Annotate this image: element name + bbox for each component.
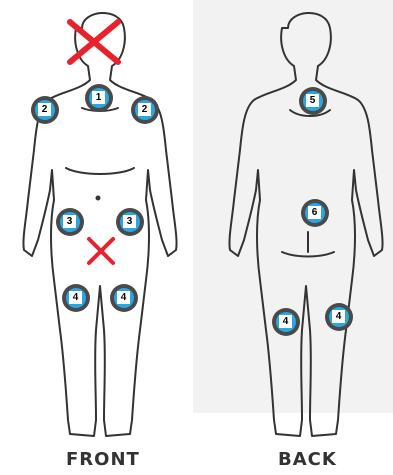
- groin-cross-mark: [86, 236, 116, 266]
- back-site-5-marker: 5: [299, 87, 327, 115]
- back-site-4-left-number: 4: [279, 315, 292, 328]
- back-site-4-right-marker: 4: [325, 303, 353, 331]
- back-site-4-left-marker: 4: [272, 308, 300, 336]
- back-site-6-marker: 6: [301, 199, 329, 227]
- front-site-3-left-number: 3: [63, 215, 76, 228]
- front-label: FRONT: [66, 449, 140, 470]
- front-site-2-right-marker: 2: [131, 96, 159, 124]
- back-site-5-number: 5: [306, 94, 319, 107]
- front-body-outline: [23, 13, 176, 436]
- front-site-3-right-number: 3: [123, 215, 136, 228]
- front-site-1-number: 1: [92, 91, 105, 104]
- front-site-4-left-number: 4: [69, 291, 82, 304]
- face-cross-mark: [66, 18, 122, 66]
- front-site-4-right-number: 4: [117, 291, 130, 304]
- front-site-2-left-marker: 2: [31, 96, 59, 124]
- front-site-3-right-marker: 3: [116, 208, 144, 236]
- back-label: BACK: [278, 449, 337, 470]
- front-site-4-left-marker: 4: [62, 284, 90, 312]
- front-site-2-right-number: 2: [138, 103, 151, 116]
- back-site-4-right-number: 4: [332, 310, 345, 323]
- front-site-2-left-number: 2: [38, 103, 51, 116]
- front-site-3-left-marker: 3: [56, 208, 84, 236]
- front-site-1-marker: 1: [85, 84, 113, 112]
- back-site-6-number: 6: [308, 206, 321, 219]
- front-site-4-right-marker: 4: [110, 284, 138, 312]
